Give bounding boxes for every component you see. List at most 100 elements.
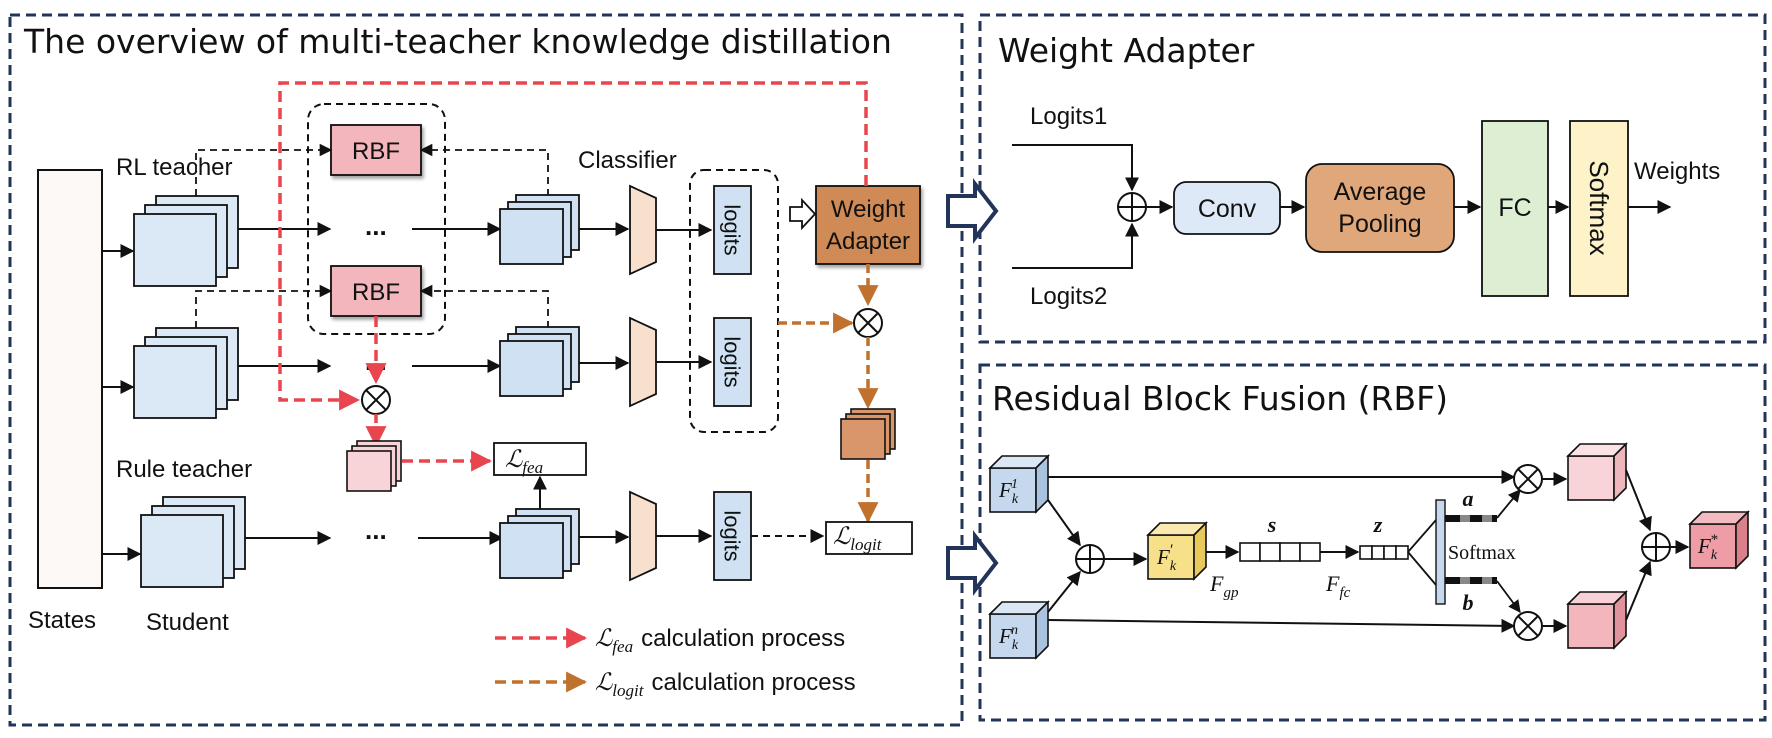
fgp-label: Fgp [1209,571,1239,601]
fk1-cube [988,454,1050,514]
fkn-to-add-arrow [1047,570,1081,613]
fkstar-cube [1688,510,1750,570]
logits-label-2: logits [720,336,745,387]
rbf-final-add-icon [1641,532,1671,562]
logits2-line [1012,222,1139,269]
b-to-mult-arrow [1496,580,1521,614]
weight-adapter-label-line1: Weight [831,196,906,223]
rbf-group-outline [307,103,446,335]
fkstar-label: Fk* [1697,532,1718,563]
student-feature-stack [140,496,246,588]
fea-red-top-loop [278,81,868,411]
mid-feature-stack-2 [499,326,580,397]
weight-adapter-add-icon [1117,192,1147,222]
a-to-mult-arrow [1496,489,1521,519]
weighted-feature-top-cube [1566,442,1628,502]
top-cube-to-add-arrow [1625,469,1652,532]
student-feat-to-rbf-bottom-dashed [419,284,549,328]
weight-adapter-panel-border [978,13,1767,344]
logits-label-3: logits [720,510,745,561]
rbf-add-icon [1075,544,1105,574]
dots-row3: ... [365,515,387,545]
rbf-box-top [330,124,422,176]
average-pooling-label-line1: Average [1334,178,1427,206]
softmax-label: Softmax [1584,160,1614,255]
s-label: s [1267,512,1277,537]
z-label: z [1373,512,1383,537]
z-branch-up [1407,519,1437,553]
to-weight-adapter-arrow [946,178,999,244]
rbf-softmax-label: Softmax [1448,542,1516,564]
fkn-label: Fkn [998,623,1019,653]
logits1-label: Logits1 [1030,103,1107,130]
logit-multiply-icon [853,308,883,338]
rbf-box-bottom [330,265,422,317]
dots-row1: ... [365,211,387,241]
loss-fea-box [493,442,587,476]
loss-logit-text: ℒlogit [833,524,883,554]
rl-teacher2-to-rbf-dashed [195,284,333,328]
z-branch-down [1407,551,1437,586]
overview-panel-border [8,13,964,727]
fkn-skip-line [1047,618,1516,633]
logits-box-3 [713,491,752,581]
mid-feature-stack-3 [499,508,580,579]
rl-teacher-label: RL teacher [116,154,233,181]
mid-feature-stack-1 [499,194,580,265]
rbf-bottom-label: RBF [352,279,400,306]
fkprime-label: Fk′ [1156,542,1177,574]
teacher-logits-group [689,169,779,433]
fk1-to-add-arrow [1047,499,1081,547]
fkn-cube [988,600,1050,660]
softmax-box [1569,120,1629,297]
rl-teacher-to-rbf-dashed [195,143,333,196]
weight-adapter-title: Weight Adapter [998,31,1255,70]
b-vector [1445,577,1497,584]
logits-box-2 [713,317,752,407]
logits1-line [1012,144,1139,192]
classifier-1 [629,184,657,276]
student-label: Student [146,609,229,636]
fkprime-cube [1146,521,1208,581]
weighted-feature-bottom-cube [1566,590,1628,650]
fc-box [1481,120,1549,297]
rbf-multiply-top-icon [1513,464,1543,494]
fk1-label: Fk1 [998,477,1019,507]
loss-logit-box [825,521,913,555]
ffc-label: Ffc [1325,571,1351,601]
classifier-label: Classifier [578,147,677,174]
classifier-2 [629,316,657,408]
s-vector [1239,542,1321,562]
logits-box-1 [713,185,752,275]
rl-teacher2-feature-stack [133,327,239,419]
fea-multiply-icon [361,385,391,415]
b-label: b [1463,590,1474,615]
rbf-top-label: RBF [352,138,400,165]
fc-label: FC [1498,194,1531,222]
states-label: States [28,607,96,634]
overview-title: The overview of multi-teacher knowledge … [23,22,892,61]
weighted-logits-stack [840,408,896,460]
student-feat-to-rbf-top-dashed [419,143,549,196]
rbf-multiply-bottom-icon [1513,611,1543,641]
softmax-bar [1435,499,1446,605]
logits2-label: Logits2 [1030,283,1107,310]
rbf-title: Residual Block Fusion (RBF) [992,379,1448,418]
states-bar [37,169,103,589]
weight-adapter-label-line2: Adapter [826,228,910,255]
a-vector [1445,515,1497,522]
classifier-3 [629,490,657,582]
bottom-cube-to-add-arrow [1625,560,1652,621]
rule-teacher-label: Rule teacher [116,456,252,483]
z-vector [1359,545,1409,560]
fused-feature-stack [346,440,402,492]
logits-label-1: logits [720,204,745,255]
average-pooling-label-line2: Pooling [1338,210,1421,238]
to-rbf-arrow [946,530,999,596]
conv-label: Conv [1198,195,1257,223]
rl-teacher-feature-stack [133,195,239,287]
loss-fea-text: ℒfea [505,447,543,477]
